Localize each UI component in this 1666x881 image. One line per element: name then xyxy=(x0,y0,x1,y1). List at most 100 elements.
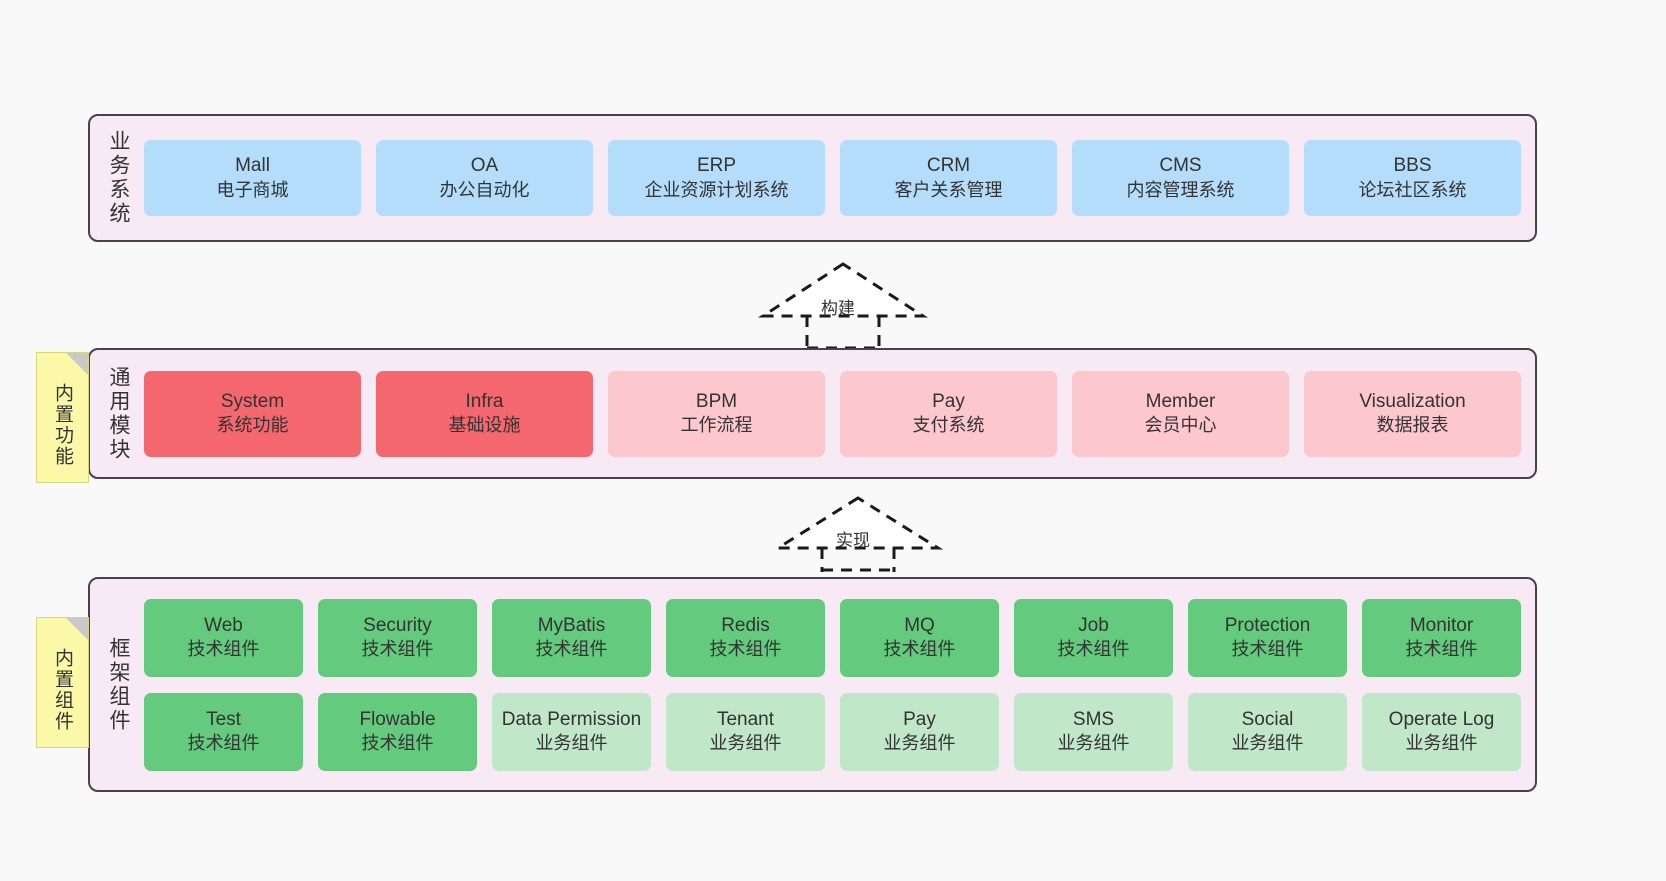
card-security[interactable]: Security 技术组件 xyxy=(318,598,477,677)
card-subtitle: 技术组件 xyxy=(1231,639,1304,660)
card-flowable[interactable]: Flowable 技术组件 xyxy=(318,692,477,771)
folded-corner-icon xyxy=(66,353,88,375)
card-title: Social xyxy=(1241,708,1294,730)
card-title: Flowable xyxy=(359,708,436,730)
card-system[interactable]: System 系统功能 xyxy=(144,370,361,457)
business-systems-row: Mall 电子商城 OA 办公自动化 ERP 企业资源计划系统 CRM 客户关系… xyxy=(144,140,1521,216)
card-title: Operate Log xyxy=(1388,708,1495,730)
card-erp[interactable]: ERP 企业资源计划系统 xyxy=(608,140,825,216)
note-builtin-features: 内置功能 xyxy=(36,352,89,483)
card-job[interactable]: Job 技术组件 xyxy=(1014,598,1173,677)
card-title: Job xyxy=(1078,614,1109,636)
generalization-arrow-icon xyxy=(772,496,944,572)
framework-technical-row: Web 技术组件 Security 技术组件 MyBatis 技术组件 Redi… xyxy=(144,598,1521,677)
card-subtitle: 电子商城 xyxy=(216,179,289,200)
common-modules-row: System 系统功能 Infra 基础设施 BPM 工作流程 Pay 支付系统… xyxy=(144,370,1521,457)
card-subtitle: 会员中心 xyxy=(1144,415,1217,436)
framework-business-row: Test 技术组件 Flowable 技术组件 Data Permission … xyxy=(144,692,1521,771)
card-title: Monitor xyxy=(1409,614,1474,636)
card-title: Web xyxy=(204,614,243,636)
card-title: CMS xyxy=(1159,155,1202,177)
card-subtitle: 企业资源计划系统 xyxy=(644,179,789,200)
card-infra[interactable]: Infra 基础设施 xyxy=(376,370,593,457)
card-bpm[interactable]: BPM 工作流程 xyxy=(608,370,825,457)
card-subtitle: 技术组件 xyxy=(1405,639,1478,660)
layer-framework-components: 框架组件 Web 技术组件 Security 技术组件 MyBatis 技术组件… xyxy=(88,577,1537,792)
note-label: 内置功能 xyxy=(52,382,73,467)
card-title: Visualization xyxy=(1359,390,1466,412)
card-subtitle: 业务组件 xyxy=(1405,733,1478,754)
card-subtitle: 业务组件 xyxy=(1057,733,1130,754)
card-subtitle: 工作流程 xyxy=(680,415,753,436)
card-title: MQ xyxy=(904,614,935,636)
card-title: Data Permission xyxy=(501,708,642,730)
card-title: Pay xyxy=(932,390,965,412)
card-mq[interactable]: MQ 技术组件 xyxy=(840,598,999,677)
card-subtitle: 内容管理系统 xyxy=(1126,179,1235,200)
card-title: ERP xyxy=(696,155,737,177)
card-subtitle: 技术组件 xyxy=(361,733,434,754)
card-title: BBS xyxy=(1393,155,1432,177)
connector-build-label: 构建 xyxy=(821,299,855,318)
card-tenant[interactable]: Tenant 业务组件 xyxy=(666,692,825,771)
card-title: MyBatis xyxy=(537,614,606,636)
card-subtitle: 业务组件 xyxy=(1231,733,1304,754)
card-subtitle: 技术组件 xyxy=(361,639,434,660)
card-mall[interactable]: Mall 电子商城 xyxy=(144,140,361,216)
card-subtitle: 数据报表 xyxy=(1376,415,1449,436)
card-subtitle: 技术组件 xyxy=(1057,639,1130,660)
layer-caption-common-modules: 通用模块 xyxy=(107,365,130,462)
card-social[interactable]: Social 业务组件 xyxy=(1188,692,1347,771)
card-title: Tenant xyxy=(716,708,775,730)
card-protection[interactable]: Protection 技术组件 xyxy=(1188,598,1347,677)
card-monitor[interactable]: Monitor 技术组件 xyxy=(1362,598,1521,677)
card-mybatis[interactable]: MyBatis 技术组件 xyxy=(492,598,651,677)
card-member[interactable]: Member 会员中心 xyxy=(1072,370,1289,457)
card-title: Member xyxy=(1145,390,1216,412)
card-subtitle: 技术组件 xyxy=(709,639,782,660)
card-web[interactable]: Web 技术组件 xyxy=(144,598,303,677)
card-title: Mall xyxy=(235,155,270,177)
connector-implement-label: 实现 xyxy=(836,531,870,550)
card-subtitle: 技术组件 xyxy=(883,639,956,660)
card-cms[interactable]: CMS 内容管理系统 xyxy=(1072,140,1289,216)
card-title: Protection xyxy=(1224,614,1311,636)
layer-business-systems: 业务系统 Mall 电子商城 OA 办公自动化 ERP 企业资源计划系统 CRM xyxy=(88,114,1537,242)
card-subtitle: 技术组件 xyxy=(535,639,608,660)
card-visualization[interactable]: Visualization 数据报表 xyxy=(1304,370,1521,457)
card-crm[interactable]: CRM 客户关系管理 xyxy=(840,140,1057,216)
card-sms[interactable]: SMS 业务组件 xyxy=(1014,692,1173,771)
card-redis[interactable]: Redis 技术组件 xyxy=(666,598,825,677)
card-title: System xyxy=(220,390,285,412)
card-pay-component[interactable]: Pay 业务组件 xyxy=(840,692,999,771)
card-subtitle: 技术组件 xyxy=(187,733,260,754)
card-title: Security xyxy=(363,614,432,636)
card-subtitle: 业务组件 xyxy=(709,733,782,754)
layer-caption-framework-components: 框架组件 xyxy=(107,636,130,733)
card-title: Pay xyxy=(903,708,936,730)
card-oa[interactable]: OA 办公自动化 xyxy=(376,140,593,216)
card-subtitle: 客户关系管理 xyxy=(894,179,1003,200)
card-title: BPM xyxy=(695,390,738,412)
card-test[interactable]: Test 技术组件 xyxy=(144,692,303,771)
card-title: Test xyxy=(206,708,241,730)
card-subtitle: 支付系统 xyxy=(912,415,985,436)
card-title: Redis xyxy=(721,614,770,636)
card-subtitle: 基础设施 xyxy=(448,415,521,436)
card-subtitle: 系统功能 xyxy=(216,415,289,436)
card-title: OA xyxy=(470,155,499,177)
card-pay-module[interactable]: Pay 支付系统 xyxy=(840,370,1057,457)
layer-caption-business-systems: 业务系统 xyxy=(107,130,130,226)
card-operate-log[interactable]: Operate Log 业务组件 xyxy=(1362,692,1521,771)
connector-build: 构建 xyxy=(755,258,945,350)
card-subtitle: 业务组件 xyxy=(883,733,956,754)
layer-body-business-systems: Mall 电子商城 OA 办公自动化 ERP 企业资源计划系统 CRM 客户关系… xyxy=(138,116,1535,240)
card-bbs[interactable]: BBS 论坛社区系统 xyxy=(1304,140,1521,216)
card-subtitle: 办公自动化 xyxy=(439,179,530,200)
card-title: SMS xyxy=(1072,708,1115,730)
card-data-permission[interactable]: Data Permission 业务组件 xyxy=(492,692,651,771)
layer-body-framework-components: Web 技术组件 Security 技术组件 MyBatis 技术组件 Redi… xyxy=(138,579,1535,790)
note-builtin-components: 内置组件 xyxy=(36,617,89,748)
card-subtitle: 业务组件 xyxy=(535,733,608,754)
